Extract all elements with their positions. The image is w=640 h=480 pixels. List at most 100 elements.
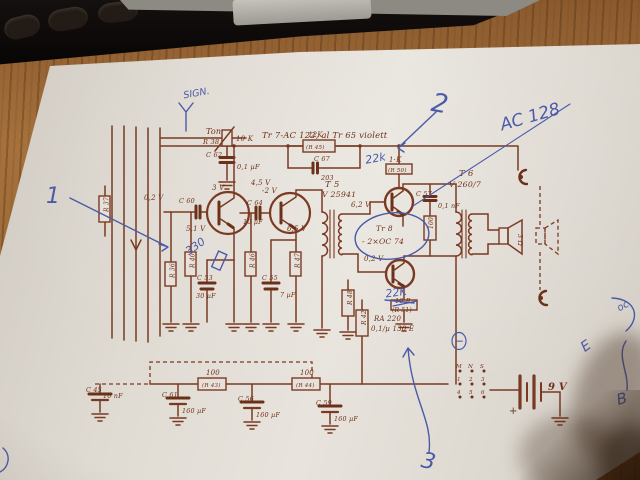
label-v3: 3 V [212,184,225,192]
transistor-2 [239,189,323,323]
label-c67: C 67 [314,155,331,163]
pen-scribble-left [0,447,9,473]
label-c62: C 62 [206,151,222,159]
label-r44-ref: (R 44) [296,382,315,389]
label-r49-val: 100 [428,217,435,229]
strikethrough [384,299,418,307]
label-c62-val: 0,1 µF [237,163,260,171]
label-r40: R 40 [190,253,197,269]
label-plus: + [509,406,518,417]
pin-label: S [480,364,484,370]
speaker-external-dashed [535,186,559,290]
label-r51-ref: (R 51) [392,307,412,314]
label-c45-val: 10 nF [103,392,123,400]
bottom-rail [95,361,519,391]
stage1-bias-parts [164,211,235,323]
label-r48: R 48 [347,290,354,306]
pen-scribble-right [611,297,636,391]
label-c53: C 53 [197,274,213,282]
label-c64-val: 10 µF [243,218,263,226]
label-c56: C 56 [238,395,254,403]
note-2: 2 [429,88,451,120]
label-v65: 6,5 V [287,225,307,233]
label-tr8: Tr 8 [376,224,393,233]
label-r42: R 42 [361,310,368,326]
label-v62: 6,2 V [351,201,371,209]
pen-oval-tr8 [354,212,430,260]
label-c55-val: 7 µF [280,291,296,299]
label-r46: R 46 [250,253,257,269]
transistor-4-lower-output [384,255,457,323]
pin-label: N [467,364,474,370]
label-ra1: RA 220 [373,315,401,323]
c57-r49-branch [422,183,438,257]
arrow-3 [402,347,431,453]
pin-label: 4 [456,390,461,396]
note-sign: SIGN. [183,86,211,101]
arrow-1 [69,197,169,252]
label-c61-val: 160 µF [182,407,206,415]
transformer-t5 [321,201,387,329]
label-c57: C 57 [416,190,433,198]
transformer-t6 [455,209,473,385]
label-r45-val: 12K [308,131,323,139]
label-r50-ref: (R 50) [388,167,407,174]
label-t6: T 6 [459,169,474,179]
left-bus-lines [98,125,161,343]
label-t5: T 5 [325,180,340,190]
label-c59-val: 160 µF [334,415,358,423]
label-v45: 4,5 V [250,179,271,187]
label-c67-val: 203 [320,174,334,182]
pin-block [458,369,486,399]
label-c45: C 45 [86,386,102,394]
label-c59: C 59 [316,399,332,407]
ra-r42-r48-branch [341,279,369,385]
label-r43-ref: (R 43) [202,382,221,389]
jack-connector-top [518,168,529,186]
label-tr7-note: Tr 7-AC 122, al Tr 65 violett [262,130,388,140]
label-r43-val: 100 [206,369,220,377]
label-ra2: 0,1/µ 130 E [371,325,414,333]
label-r37: R 37 [104,197,111,213]
label-v02b: 0,2 V [364,255,384,263]
label-r51-val: 10 R [395,297,411,305]
ground-symbols [91,323,413,434]
label-c53-val: 30 µF [196,292,216,300]
arrow-2 [397,111,437,153]
note-22k-bottom: 22K [385,285,409,301]
label-r36: R 36 [170,263,177,279]
label-tr8-val: - 2×OC 74 [362,237,404,246]
wood-corner-shadow [520,390,640,480]
note-22k-top: 22k [364,150,387,166]
label-c60: C 60 [179,197,195,205]
label-c56-val: 160 µF [256,411,280,419]
label-c55: C 55 [262,274,278,282]
label-r38: R 38 [202,138,219,146]
label-t6-type: V 260/7 [449,180,481,189]
pointer-line-ac128 [412,103,571,207]
label-vm2: -2 V [262,187,278,195]
label-r44-val: 100 [300,369,314,377]
pin-label: M [455,364,462,370]
electrolytic-caps-bottom [87,383,343,425]
label-c64: C 64 [247,199,263,207]
label-ton: Ton [206,127,221,136]
note-3: 3 [419,448,438,475]
pin-label: 1 [457,377,461,383]
label-battery: 9 V [548,382,568,393]
printed-labels: Tr 7-AC 122, al Tr 65 violett Ton R 38 1… [86,127,568,423]
pen-resistor-sketch [210,250,228,272]
label-c61: C 61 [162,391,178,399]
tone-control [159,126,247,190]
pin-label: 6 [481,390,485,396]
jack-connector-bottom [538,289,549,307]
label-c57-val: 0,1 nF [438,202,460,210]
note-1: 1 [46,184,60,209]
label-speaker-imp: 3 Ω [516,234,524,246]
label-t5-type: V 25941 [322,190,356,199]
label-r50-val: 1·K [389,156,402,164]
pin-label: 5 [469,390,473,396]
pin-label: 2 [468,377,473,383]
pen-circle-minus [451,331,467,351]
